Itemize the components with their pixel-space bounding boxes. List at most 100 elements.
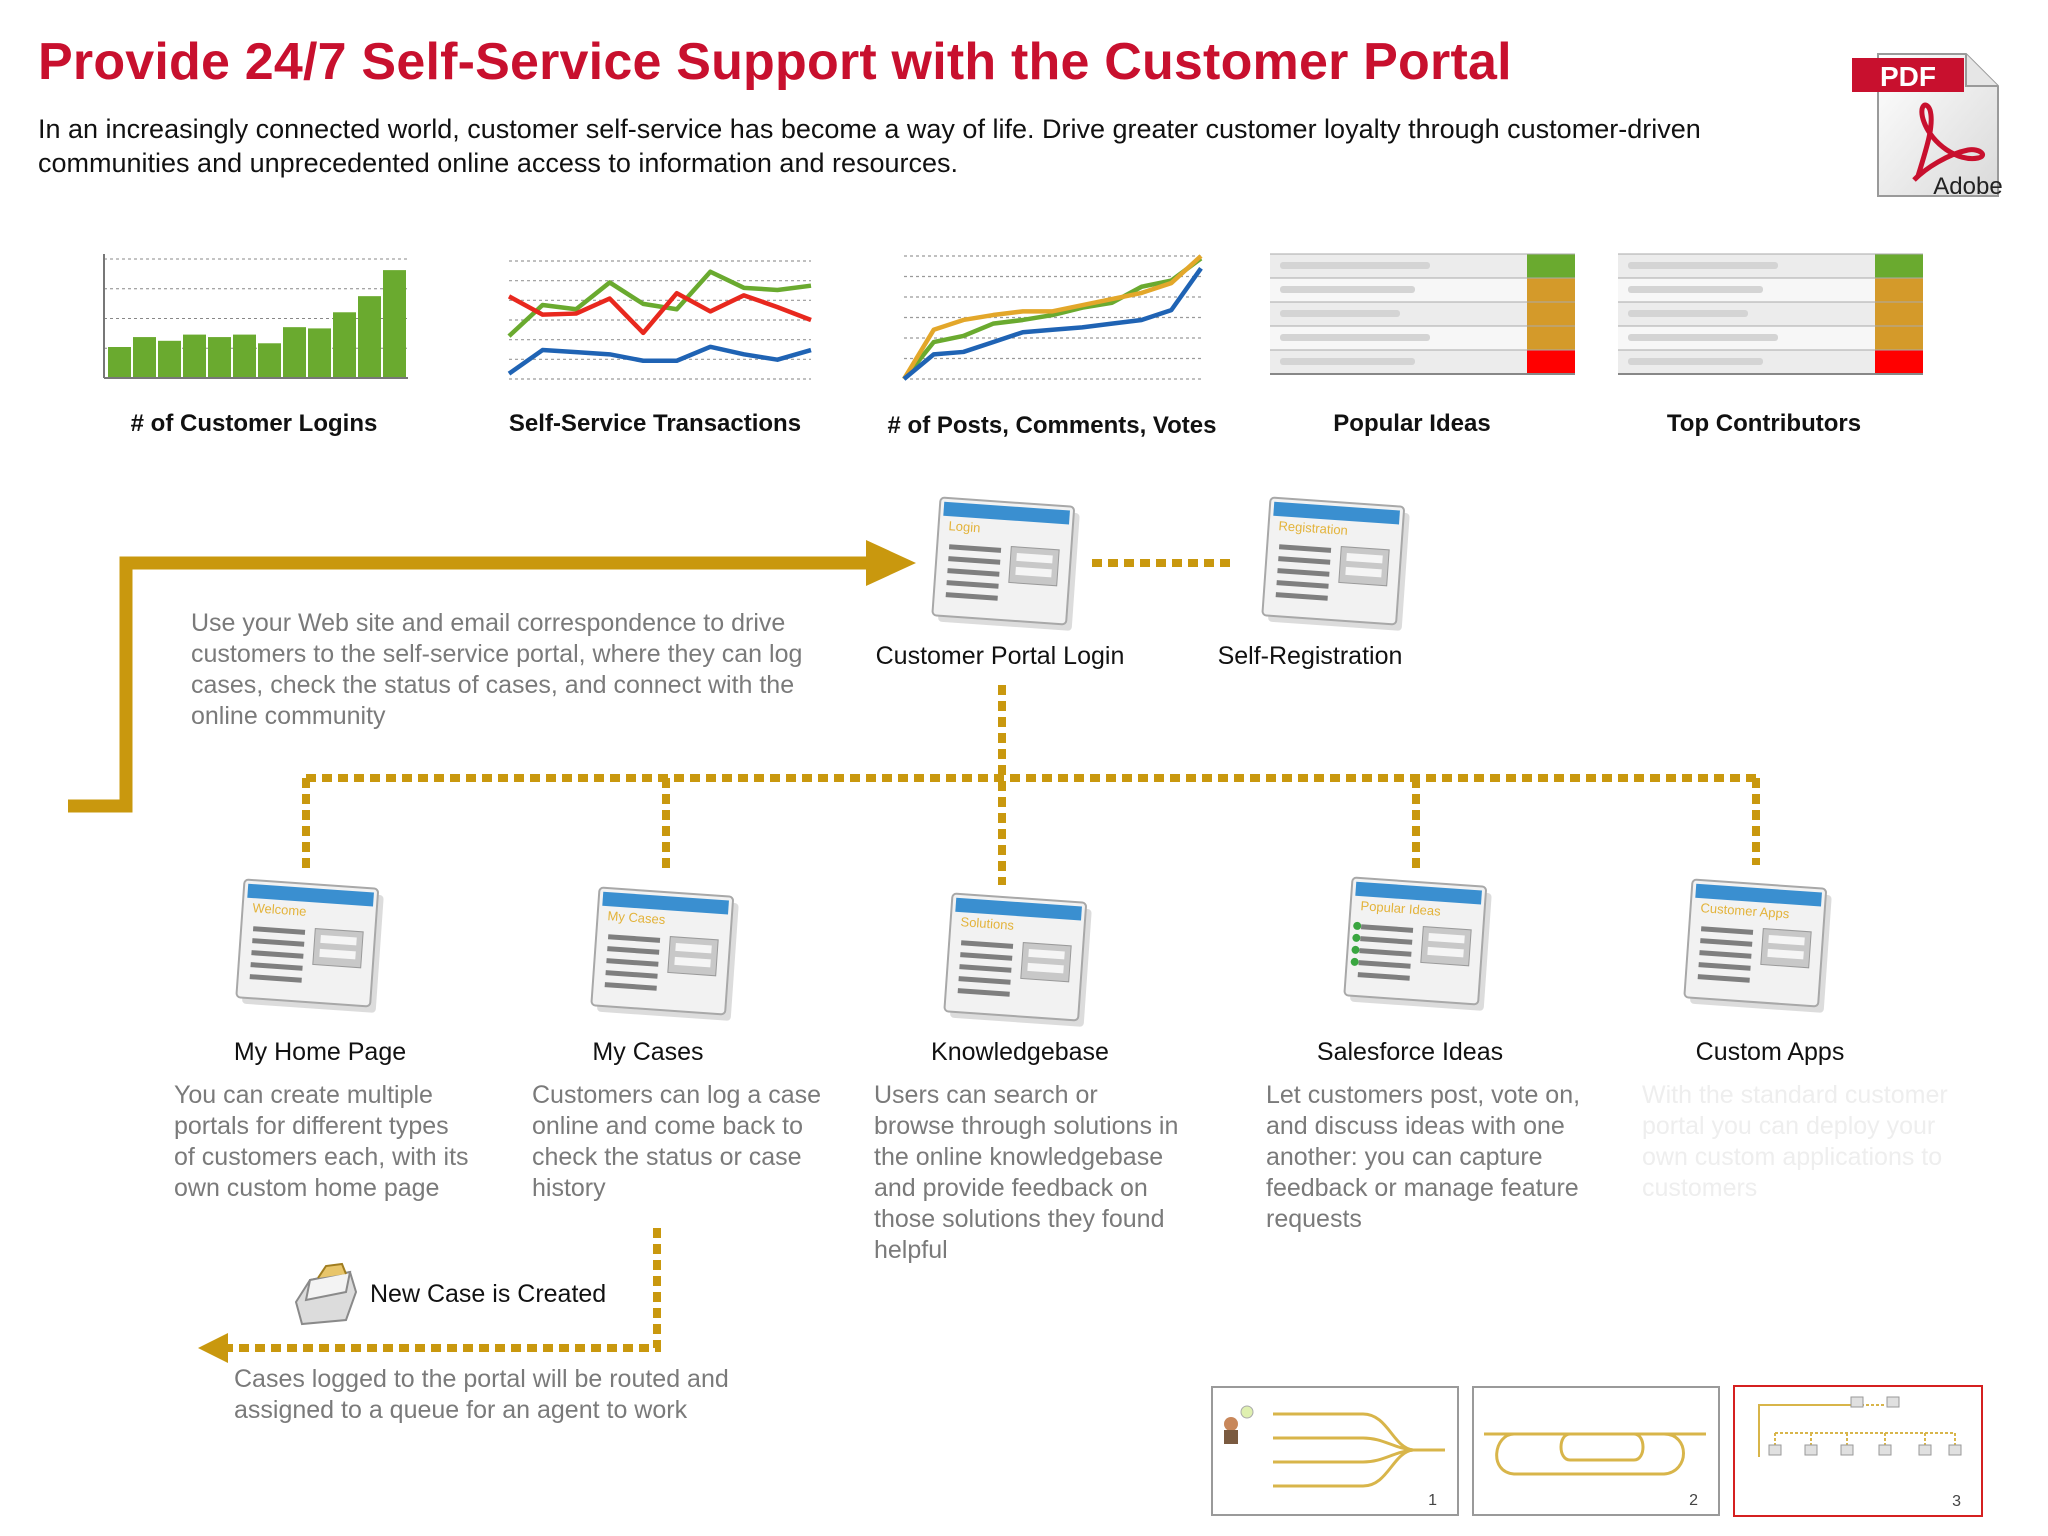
screen-body: Popular Ideas [1343,876,1492,1011]
table-row-placeholder [1628,358,1763,365]
screen-text-line [607,934,661,943]
slide-thumbnail-2[interactable]: 2 [1472,1386,1720,1516]
table-row-placeholder [1628,262,1778,269]
table-status-cell [1875,254,1923,278]
registration-label: Self-Registration [1217,642,1403,670]
chart-series-line [507,269,812,338]
home-page-screen-icon[interactable]: Welcome [222,872,392,1022]
chart-series-line [902,254,1203,381]
metric-label-logins: # of Customer Logins [130,410,378,437]
screen-header-bar [1355,881,1482,905]
pdf-badge-text: PDF [1880,61,1936,92]
registration-screen-icon[interactable]: Registration [1248,490,1418,640]
adobe-brand-text: Adobe [1933,173,2002,200]
screen-frame [235,878,379,1008]
screen-text-line [959,964,1012,973]
screen-panel-field [320,934,357,946]
screen-panel-field [1428,932,1465,944]
chart-series-line [507,344,812,376]
screen-text-line [1359,948,1412,957]
login-screen-icon[interactable]: Login [918,490,1088,640]
screen-panel [312,928,364,969]
slide-thumbnail-3[interactable]: 3 [1733,1385,1983,1517]
screen-frame [931,496,1075,626]
screen-text-line [960,952,1013,961]
screen-body: My Cases [590,886,739,1021]
screen-panel-field [674,956,711,968]
chart-bar [283,327,306,378]
screen-text-line [958,976,1011,985]
screen-text-line [1700,938,1753,947]
chart-bar [133,337,156,378]
chart-bar [233,334,256,378]
screen-header-bar [1695,883,1822,907]
screen-text-line [946,580,999,589]
table-status-cell [1527,278,1575,302]
screen-panel-field [1768,934,1805,946]
chart-bar [183,334,206,378]
screen-panel-field [1427,946,1464,958]
screen-text-line [1276,580,1329,589]
screen-panel [1020,942,1072,983]
screen-frame [1343,876,1487,1006]
slide-number-3: 3 [1952,1493,1961,1510]
screen-text-line [945,592,998,601]
screen-title-text: Solutions [960,914,1015,933]
login-label: Customer Portal Login [875,642,1125,670]
screen-panel-field [1345,566,1382,578]
chart-bar [333,312,356,378]
screen-header-bar [943,501,1070,525]
screen-title-text: Registration [1278,518,1348,538]
chart-bar [308,328,331,378]
screen-title-text: Login [948,518,981,535]
idea-vote-dot [1350,957,1359,966]
feature-desc-my-cases: Customers can log a case online and come… [532,1081,822,1202]
screen-panel-field [1016,552,1053,564]
chart-self-service-transactions [507,260,812,380]
screen-text-line [1700,926,1754,935]
ideas-screen-icon[interactable]: Popular Ideas [1330,870,1500,1020]
screen-text-line [605,970,658,979]
knowledgebase-screen-icon[interactable]: Solutions [930,886,1100,1036]
screen-panel [1420,926,1472,967]
table-row-placeholder [1280,334,1430,341]
screen-text-line [252,926,306,935]
chart-bar [258,343,281,378]
chart-series-line [902,266,1203,381]
table-row-placeholder [1280,310,1400,317]
feature-label-my-cases: My Cases [592,1038,704,1066]
slide-number-1: 1 [1428,1492,1437,1509]
table-status-cell [1527,302,1575,326]
screen-header-bar [1273,501,1400,525]
screen-text-line [947,568,1000,577]
table-row-placeholder [1628,286,1763,293]
my-cases-screen-icon[interactable]: My Cases [577,880,747,1030]
screen-header-bar [602,891,729,915]
screen-panel-field [675,942,712,954]
table-row-placeholder [1280,262,1430,269]
intro-description: Use your Web site and email corresponden… [191,609,803,730]
screen-text-line [251,950,304,959]
pdf-download-icon[interactable]: PDF Adobe [1848,44,2008,204]
slide-thumbnail-1[interactable]: 1 [1211,1386,1459,1516]
table-row-placeholder [1280,358,1415,365]
screen-panel [667,936,719,977]
screen-title-text: Welcome [252,900,307,919]
custom-apps-screen-icon[interactable]: Customer Apps [1670,872,1840,1022]
screen-body: Welcome [235,878,384,1013]
screen-panel-field [319,948,356,960]
screen-panel-field [1027,962,1064,974]
screen-header-bar [955,897,1082,921]
screen-text-line [1357,972,1410,981]
metric-label-popular-ideas: Popular Ideas [1333,410,1491,437]
case-tray-icon [290,1262,362,1328]
screen-panel-field [1015,566,1052,578]
feature-label-ideas: Salesforce Ideas [1316,1038,1504,1066]
chart-series-line [902,256,1203,381]
screen-text-line [960,940,1014,949]
chart-bar [383,270,406,378]
screen-text-line [1278,544,1332,553]
screen-body: Customer Apps [1683,878,1832,1013]
screen-text-line [604,982,657,991]
